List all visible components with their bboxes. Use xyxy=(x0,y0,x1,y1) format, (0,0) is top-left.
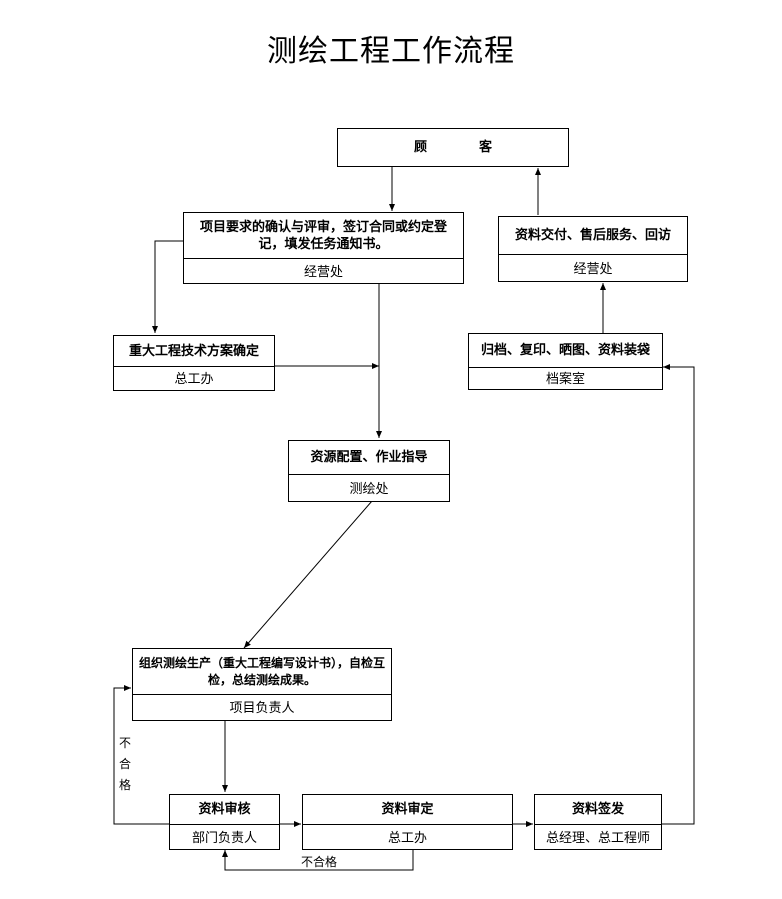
node-major-tech-dept: 总工办 xyxy=(174,372,214,387)
node-approve-label: 资料审定 xyxy=(303,795,512,825)
node-delivery-dept: 经营处 xyxy=(573,261,613,277)
arrow-approve-fail-to-review xyxy=(222,849,414,871)
node-approve-dept: 总工办 xyxy=(387,830,427,846)
node-major-tech: 重大工程技术方案确定 总工办 xyxy=(113,335,275,391)
node-resource-dept: 测绘处 xyxy=(349,481,389,497)
node-contract-label: 项目要求的确认与评审，签订合同或约定登记，填发任务通知书。 xyxy=(184,213,463,259)
node-production-label: 组织测绘生产（重大工程编写设计书），自检互检，总结测绘成果。 xyxy=(133,649,391,695)
node-review-dept: 部门负责人 xyxy=(191,830,257,846)
node-approve: 资料审定 总工办 xyxy=(302,794,513,850)
arrow-resource-to-production xyxy=(243,500,373,649)
node-resource-label: 资源配置、作业指导 xyxy=(289,441,449,475)
node-issue-label: 资料签发 xyxy=(535,795,661,825)
node-review: 资料审核 部门负责人 xyxy=(169,794,280,850)
fail-label-bottom: 不合格 xyxy=(301,855,338,869)
node-customer-label: 顾 客 xyxy=(413,140,492,155)
node-contract-dept: 经营处 xyxy=(303,264,343,280)
arrow-contract-to-major-tech xyxy=(152,240,183,333)
node-production-dept: 项目负责人 xyxy=(229,701,295,716)
node-archive-dept: 档案室 xyxy=(545,372,585,387)
fail-label-vertical: 不合格 xyxy=(118,736,131,792)
node-archive-label: 归档、复印、晒图、资料装袋 xyxy=(469,334,662,368)
node-customer: 顾 客 xyxy=(337,128,569,167)
node-issue: 资料签发 总经理、总工程师 xyxy=(534,794,662,850)
node-resource: 资源配置、作业指导 测绘处 xyxy=(288,440,450,502)
arrow-review-fail-to-production xyxy=(113,685,170,825)
node-archive: 归档、复印、晒图、资料装袋 档案室 xyxy=(468,333,663,390)
arrow-issue-to-archive xyxy=(661,364,695,825)
node-major-tech-label: 重大工程技术方案确定 xyxy=(114,336,274,367)
page-title: 测绘工程工作流程 xyxy=(267,34,515,69)
node-contract: 项目要求的确认与评审，签订合同或约定登记，填发任务通知书。 经营处 xyxy=(183,212,464,284)
node-delivery: 资料交付、售后服务、回访 经营处 xyxy=(498,216,688,282)
node-delivery-label: 资料交付、售后服务、回访 xyxy=(499,217,687,255)
node-production: 组织测绘生产（重大工程编写设计书），自检互检，总结测绘成果。 项目负责人 xyxy=(132,648,392,721)
node-review-label: 资料审核 xyxy=(170,795,279,825)
node-issue-dept: 总经理、总工程师 xyxy=(545,830,650,846)
